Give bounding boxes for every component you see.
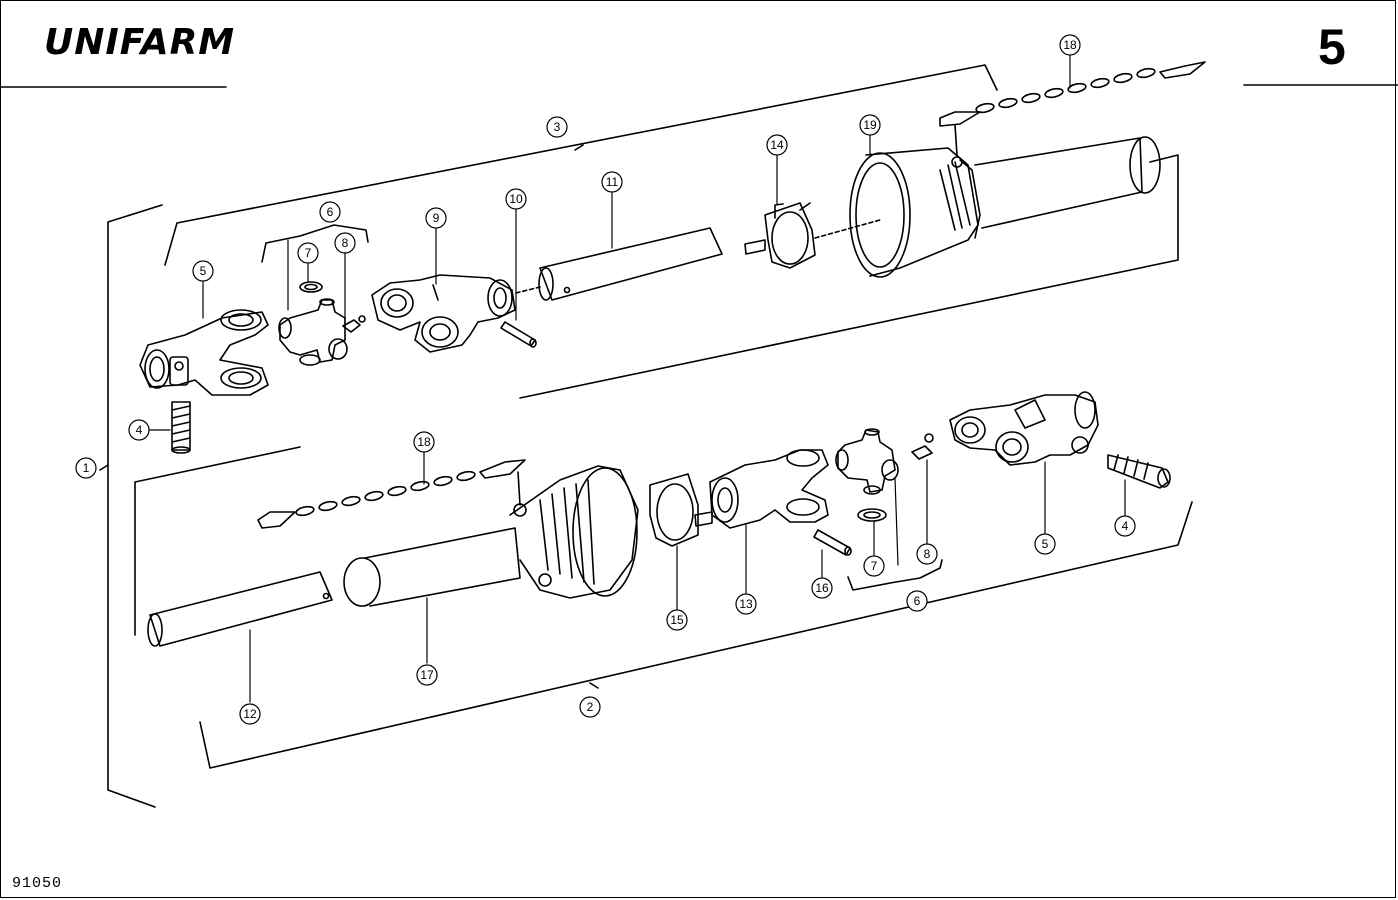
callout-1: 1 bbox=[75, 457, 97, 479]
lower-protection-cone bbox=[509, 465, 639, 599]
callout-8-upper: 8 bbox=[334, 232, 356, 254]
svg-text:2: 2 bbox=[587, 700, 594, 714]
svg-text:4: 4 bbox=[1122, 519, 1129, 533]
svg-text:6: 6 bbox=[914, 594, 921, 608]
part-4-upper-pin bbox=[171, 401, 191, 454]
part-5-lower-yoke bbox=[949, 391, 1099, 466]
svg-text:7: 7 bbox=[871, 559, 878, 573]
svg-text:4: 4 bbox=[136, 423, 143, 437]
svg-text:14: 14 bbox=[770, 138, 784, 152]
part-17-outer-tube bbox=[343, 527, 521, 607]
callout-4-upper: 4 bbox=[128, 419, 150, 441]
part-8-lower-nipple bbox=[911, 433, 934, 460]
drawing-reference: 91050 bbox=[12, 875, 63, 892]
lower-shaft-envelope bbox=[134, 446, 301, 636]
svg-text:16: 16 bbox=[815, 581, 829, 595]
callout-7-upper: 7 bbox=[297, 242, 319, 264]
leader-lines bbox=[149, 55, 1126, 703]
callout-11: 11 bbox=[601, 171, 623, 193]
svg-text:10: 10 bbox=[509, 192, 523, 206]
bracket-2 bbox=[199, 501, 1193, 769]
outer-tube-upper bbox=[814, 136, 1161, 239]
callout-5-lower: 5 bbox=[1034, 533, 1056, 555]
callout-5-upper: 5 bbox=[192, 260, 214, 282]
part-18-upper-chain bbox=[939, 61, 1206, 156]
part-13-inner-yoke bbox=[709, 449, 829, 529]
bracket-3 bbox=[164, 64, 998, 266]
bracket-6-upper bbox=[261, 224, 369, 263]
callout-17: 17 bbox=[416, 664, 438, 686]
callout-15: 15 bbox=[666, 609, 688, 631]
part-10-roll-pin bbox=[500, 321, 537, 348]
svg-text:8: 8 bbox=[342, 236, 349, 250]
part-5-upper-yoke bbox=[139, 309, 269, 396]
svg-text:13: 13 bbox=[739, 597, 753, 611]
svg-text:12: 12 bbox=[243, 707, 257, 721]
svg-text:18: 18 bbox=[417, 435, 431, 449]
svg-text:19: 19 bbox=[863, 118, 877, 132]
svg-text:6: 6 bbox=[327, 205, 334, 219]
bracket-6-lower bbox=[847, 559, 943, 591]
callout-14: 14 bbox=[766, 134, 788, 156]
svg-text:8: 8 bbox=[924, 547, 931, 561]
part-12-inner-tube bbox=[147, 571, 333, 647]
callout-12: 12 bbox=[239, 703, 261, 725]
part-7-lower-circlip bbox=[857, 508, 887, 522]
svg-text:9: 9 bbox=[433, 211, 440, 225]
part-15-bearing-ring bbox=[649, 473, 713, 547]
svg-text:17: 17 bbox=[420, 668, 434, 682]
svg-text:3: 3 bbox=[554, 120, 561, 134]
part-7-upper-circlip bbox=[299, 281, 323, 293]
callout-10: 10 bbox=[505, 188, 527, 210]
brand-title: UNIFARM bbox=[44, 22, 236, 63]
callout-4-lower: 4 bbox=[1114, 515, 1136, 537]
part-9-inner-yoke bbox=[371, 274, 516, 353]
callout-6-lower: 6 bbox=[906, 590, 928, 612]
svg-text:1: 1 bbox=[83, 461, 90, 475]
part-18-lower-chain bbox=[257, 459, 526, 529]
callout-16: 16 bbox=[811, 577, 833, 599]
callout-13: 13 bbox=[735, 593, 757, 615]
callout-3: 3 bbox=[546, 116, 568, 138]
callout-8-lower: 8 bbox=[916, 543, 938, 565]
svg-text:5: 5 bbox=[200, 264, 207, 278]
svg-text:11: 11 bbox=[606, 175, 619, 189]
part-8-upper-nipple bbox=[342, 315, 366, 333]
page-number: 5 bbox=[1318, 19, 1346, 75]
callout-6-upper: 6 bbox=[319, 201, 341, 223]
callout-18-upper: 18 bbox=[1059, 34, 1081, 56]
callouts: 1 3 5 4 6 7 8 9 10 11 14 19 18 18 12 17 … bbox=[75, 34, 1136, 725]
callout-2: 2 bbox=[579, 696, 601, 718]
part-4-lower-pin bbox=[1107, 454, 1171, 489]
upper-shaft-envelope bbox=[519, 154, 1179, 399]
part-14-bearing-ring bbox=[744, 202, 816, 269]
callout-18-lower: 18 bbox=[413, 431, 435, 453]
callout-19: 19 bbox=[859, 114, 881, 136]
callout-7-lower: 7 bbox=[863, 555, 885, 577]
part-11-inner-tube bbox=[515, 227, 723, 301]
svg-text:18: 18 bbox=[1063, 38, 1077, 52]
callout-9: 9 bbox=[425, 207, 447, 229]
svg-text:15: 15 bbox=[670, 613, 684, 627]
bracket-1 bbox=[107, 204, 163, 808]
part-6-upper-cross bbox=[278, 298, 348, 366]
svg-text:5: 5 bbox=[1042, 537, 1049, 551]
part-16-roll-pin bbox=[813, 529, 852, 556]
part-6-lower-cross bbox=[835, 428, 899, 495]
svg-text:7: 7 bbox=[305, 246, 312, 260]
part-19-protection-cone bbox=[849, 147, 981, 278]
